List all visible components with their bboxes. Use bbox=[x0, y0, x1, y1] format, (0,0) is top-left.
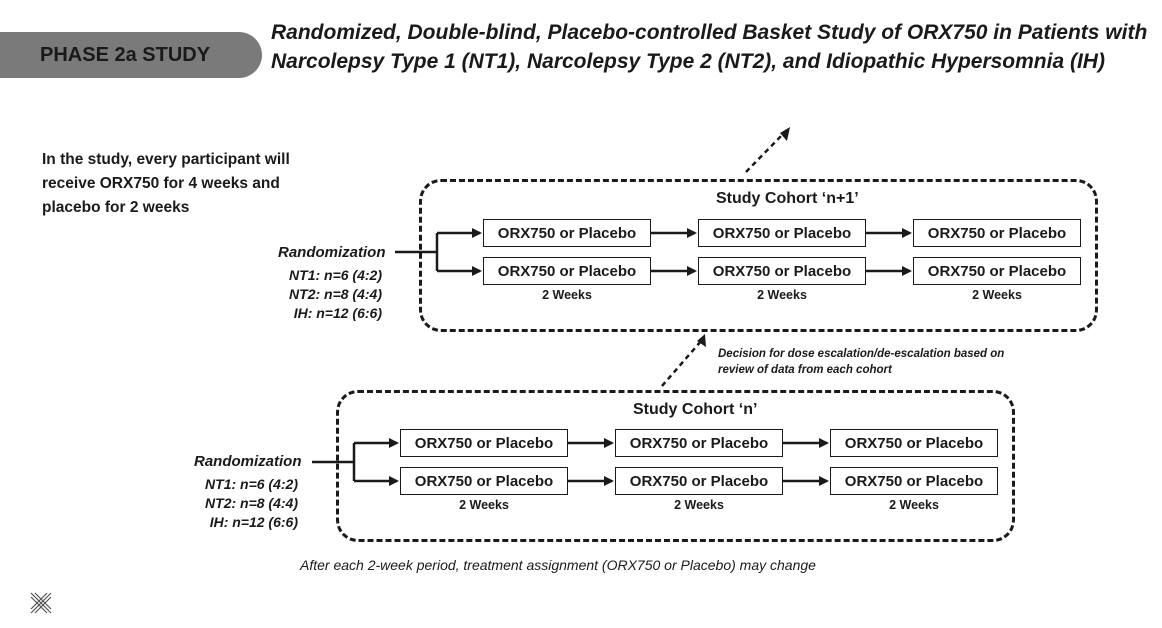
phase-badge-label: PHASE 2a STUDY bbox=[40, 43, 211, 66]
cohort-n-plus-1-title: Study Cohort ‘n+1’ bbox=[716, 190, 859, 207]
cohort-n-arm-b-period-3: ORX750 or Placebo bbox=[830, 467, 998, 495]
cohort-n bbox=[336, 390, 1015, 542]
cohort-n-count-nt2: NT2: n=8 (4:4) bbox=[205, 495, 298, 511]
study-title: Randomized, Double-blind, Placebo-contro… bbox=[271, 21, 1148, 73]
cohort-n-weeks-2: 2 Weeks bbox=[674, 498, 724, 512]
cohort-n1-branches bbox=[395, 228, 912, 276]
cohort-n-arm-a-period-1: ORX750 or Placebo bbox=[400, 429, 568, 457]
cohort-n-randomization: Randomization bbox=[194, 453, 302, 470]
cohort-n-plus-1-arm-a-period-3: ORX750 or Placebo bbox=[913, 219, 1081, 247]
phase-badge: PHASE 2a STUDY bbox=[0, 32, 262, 78]
cohort-n-plus-1-arm-a-period-2: ORX750 or Placebo bbox=[698, 219, 866, 247]
cohort-n-plus-1-count-nt2: NT2: n=8 (4:4) bbox=[289, 286, 382, 302]
cohort-n-plus-1-arm-b-period-3: ORX750 or Placebo bbox=[913, 257, 1081, 285]
cohort-n-plus-1 bbox=[419, 179, 1098, 332]
cohort-n-plus-1-weeks-3: 2 Weeks bbox=[972, 288, 1022, 302]
footnote: After each 2-week period, treatment assi… bbox=[300, 557, 816, 573]
cohort-n-plus-1-arm-b-period-2: ORX750 or Placebo bbox=[698, 257, 866, 285]
cohort-n-plus-1-count-ih: IH: n=12 (6:6) bbox=[293, 305, 382, 321]
cohort-n-plus-1-weeks-1: 2 Weeks bbox=[542, 288, 592, 302]
escalation-arrow-lower bbox=[661, 339, 703, 387]
escalation-arrow-upper bbox=[745, 132, 785, 173]
cohort-n-arm-b-period-2: ORX750 or Placebo bbox=[615, 467, 783, 495]
cohort-n-count-nt1: NT1: n=6 (4:2) bbox=[205, 476, 298, 492]
cohort-n-count-ih: IH: n=12 (6:6) bbox=[209, 514, 298, 530]
decision-note: Decision for dose escalation/de-escalati… bbox=[718, 348, 1005, 376]
logo-icon bbox=[30, 592, 52, 614]
cohort-n-plus-1-randomization: Randomization bbox=[278, 244, 386, 261]
cohort-n-weeks-1: 2 Weeks bbox=[459, 498, 509, 512]
cohort-n-plus-1-weeks-2: 2 Weeks bbox=[757, 288, 807, 302]
cohort-n-branches bbox=[312, 438, 829, 486]
cohort-n-plus-1-arm-a-period-1: ORX750 or Placebo bbox=[483, 219, 651, 247]
escalation-arrowhead-lower bbox=[697, 334, 706, 347]
cohort-n-weeks-3: 2 Weeks bbox=[889, 498, 939, 512]
escalation-arrowhead-upper bbox=[780, 127, 790, 141]
cohort-n-arm-b-period-1: ORX750 or Placebo bbox=[400, 467, 568, 495]
intro-text: In the study, every participant will rec… bbox=[42, 151, 290, 216]
cohort-n-title: Study Cohort ‘n’ bbox=[633, 401, 758, 418]
cohort-n-arm-a-period-3: ORX750 or Placebo bbox=[830, 429, 998, 457]
cohort-n-arm-a-period-2: ORX750 or Placebo bbox=[615, 429, 783, 457]
cohort-n-plus-1-count-nt1: NT1: n=6 (4:2) bbox=[289, 267, 382, 283]
cohort-n-plus-1-arm-b-period-1: ORX750 or Placebo bbox=[483, 257, 651, 285]
